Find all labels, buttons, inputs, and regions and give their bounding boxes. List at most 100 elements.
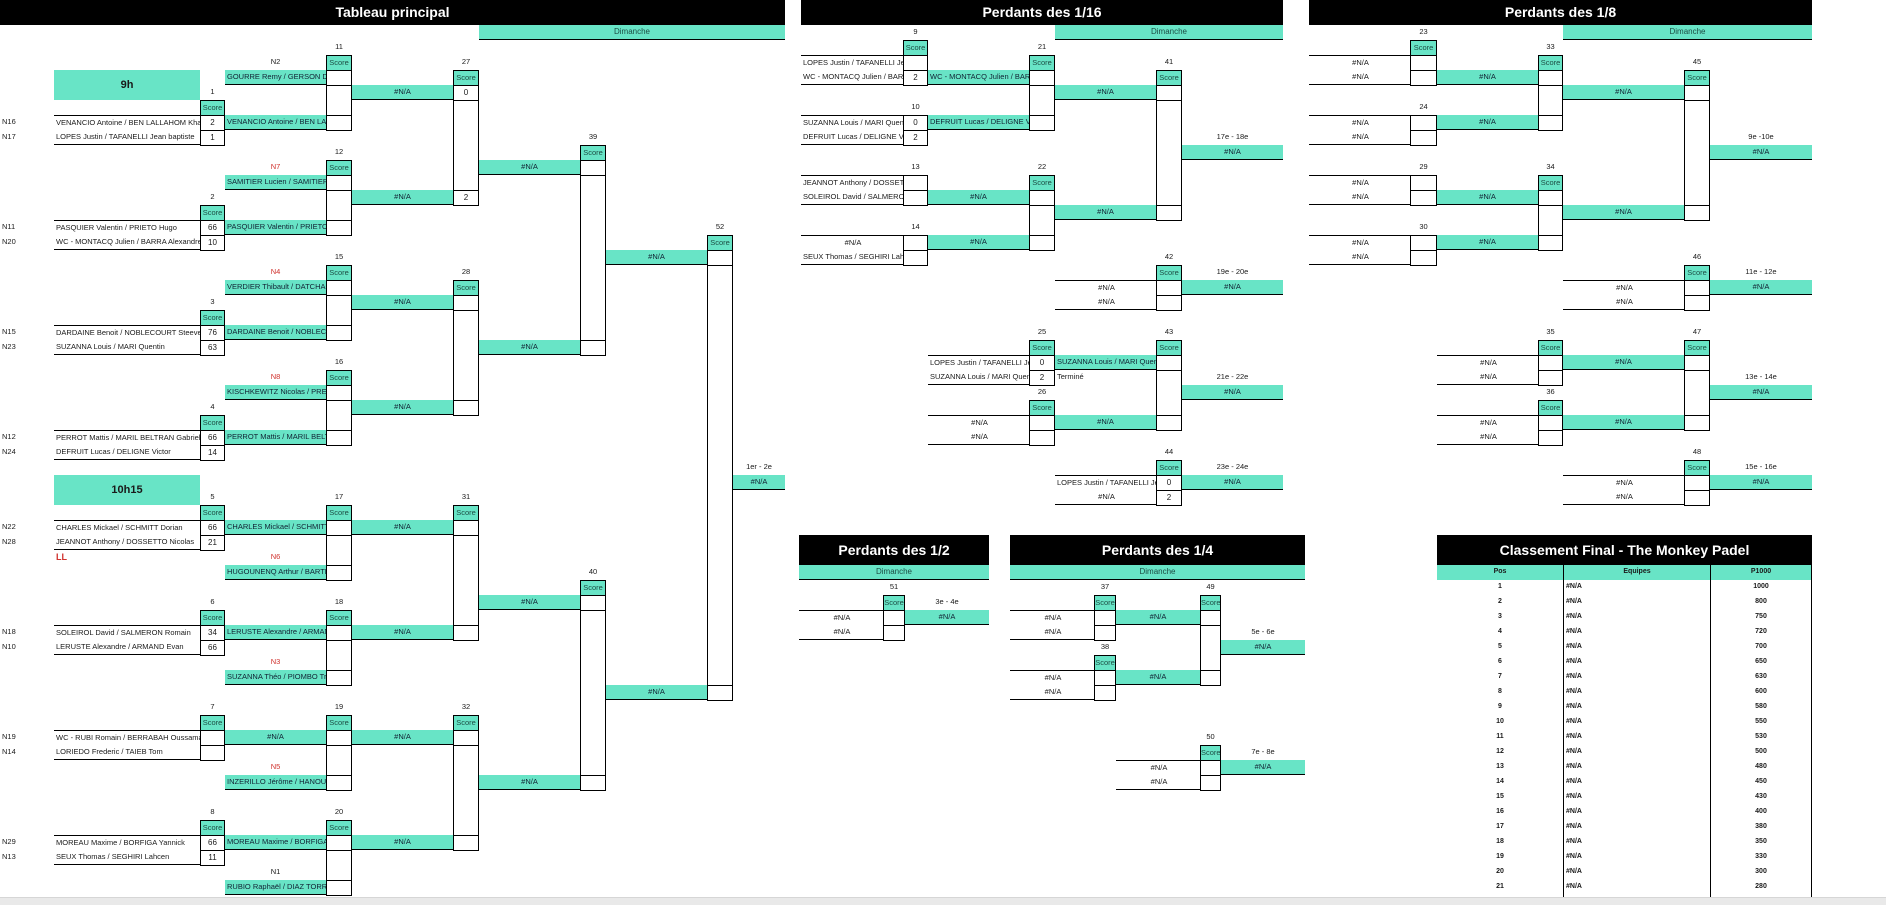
score-input[interactable]: 10 xyxy=(200,235,225,251)
team-name[interactable]: LOPES Justin / TAFANELLI Jean xyxy=(928,355,1029,370)
score-input[interactable]: 0 xyxy=(903,115,928,131)
score-input[interactable] xyxy=(453,625,479,641)
team-name[interactable]: #N/A xyxy=(1116,775,1200,790)
score-input[interactable] xyxy=(1029,415,1055,431)
score-input[interactable] xyxy=(1156,85,1182,101)
score-input[interactable] xyxy=(1684,205,1710,221)
score-input[interactable] xyxy=(1029,115,1055,131)
score-input[interactable] xyxy=(1156,280,1182,296)
team-name[interactable]: SEUX Thomas / SEGHIRI Lahcen xyxy=(801,250,903,265)
team-name[interactable]: SUZANNA Louis / MARI Quentin xyxy=(801,115,903,130)
score-input[interactable]: 0 xyxy=(1156,475,1182,491)
score-input[interactable] xyxy=(326,880,352,896)
team-name[interactable]: WC - MONTACQ Julien / BARRA Alexandre xyxy=(54,235,200,250)
score-input[interactable] xyxy=(1410,175,1437,191)
team-name[interactable]: #N/A xyxy=(1116,760,1200,775)
score-input[interactable]: 2 xyxy=(200,115,225,131)
score-input[interactable] xyxy=(1156,295,1182,311)
score-input[interactable] xyxy=(453,520,479,536)
score-input[interactable] xyxy=(1094,685,1116,701)
score-input[interactable] xyxy=(1538,355,1563,371)
team-name[interactable]: #N/A xyxy=(1563,280,1684,295)
team-name[interactable]: #N/A xyxy=(1055,490,1156,505)
score-input[interactable] xyxy=(326,175,352,191)
team-name[interactable]: LOPES Justin / TAFANELLI Jean baptiste xyxy=(54,130,200,145)
score-input[interactable] xyxy=(1156,205,1182,221)
team-name[interactable]: SOLEIROL David / SALMERON I xyxy=(801,190,903,205)
score-input[interactable] xyxy=(1538,235,1563,251)
score-input[interactable]: 66 xyxy=(200,520,225,536)
score-input[interactable] xyxy=(1029,190,1055,206)
score-input[interactable] xyxy=(326,670,352,686)
team-name[interactable]: #N/A xyxy=(1437,415,1538,430)
team-name[interactable]: #N/A xyxy=(799,625,883,640)
score-input[interactable] xyxy=(1200,670,1221,686)
score-input[interactable] xyxy=(1200,610,1221,626)
team-name[interactable]: PERROT Mattis / MARIL BELTRAN Gabriel Al… xyxy=(54,430,200,445)
score-input[interactable] xyxy=(1684,490,1710,506)
team-name[interactable]: LORIEDO Frederic / TAIEB Tom xyxy=(54,745,200,760)
score-input[interactable] xyxy=(326,520,352,536)
team-name[interactable]: LOPES Justin / TAFANELLI Jean xyxy=(1055,475,1156,490)
team-name[interactable]: #N/A xyxy=(1010,670,1094,685)
score-input[interactable] xyxy=(1410,55,1437,71)
score-input[interactable] xyxy=(883,610,905,626)
score-input[interactable] xyxy=(1200,760,1221,776)
score-input[interactable]: 66 xyxy=(200,640,225,656)
team-name[interactable]: #N/A xyxy=(1010,625,1094,640)
score-input[interactable]: 2 xyxy=(453,190,479,206)
score-input[interactable] xyxy=(1684,280,1710,296)
score-input[interactable] xyxy=(1538,370,1563,386)
team-cell[interactable]: SUZANNA Théo / PIOMBO Tris xyxy=(225,670,326,685)
team-name[interactable]: #N/A xyxy=(1055,295,1156,310)
score-input[interactable] xyxy=(1410,235,1437,251)
score-input[interactable]: 66 xyxy=(200,220,225,236)
team-name[interactable]: #N/A xyxy=(1309,115,1410,130)
score-input[interactable] xyxy=(326,625,352,641)
score-input[interactable] xyxy=(1029,70,1055,86)
team-name[interactable]: PASQUIER Valentin / PRIETO Hugo xyxy=(54,220,200,235)
score-input[interactable] xyxy=(200,730,225,746)
score-input[interactable] xyxy=(707,250,733,266)
score-input[interactable] xyxy=(1156,355,1182,371)
score-input[interactable] xyxy=(1094,625,1116,641)
score-input[interactable] xyxy=(1410,130,1437,146)
score-input[interactable] xyxy=(326,730,352,746)
score-input[interactable] xyxy=(903,190,928,206)
score-input[interactable] xyxy=(453,730,479,746)
score-input[interactable] xyxy=(1684,475,1710,491)
team-name[interactable]: SEUX Thomas / SEGHIRI Lahcen xyxy=(54,850,200,865)
team-cell[interactable]: VENANCIO Antoine / BEN LALL xyxy=(225,115,326,130)
score-input[interactable] xyxy=(1410,115,1437,131)
score-input[interactable] xyxy=(580,595,606,611)
score-input[interactable] xyxy=(1684,355,1710,371)
score-input[interactable] xyxy=(1094,670,1116,686)
score-input[interactable] xyxy=(326,280,352,296)
score-input[interactable] xyxy=(580,160,606,176)
score-input[interactable]: 1 xyxy=(200,130,225,146)
score-input[interactable] xyxy=(580,775,606,791)
score-input[interactable] xyxy=(1538,415,1563,431)
team-name[interactable]: SUZANNA Louis / MARI Quentin xyxy=(54,340,200,355)
team-cell[interactable]: MOREAU Maxime / BORFIGA Y xyxy=(225,835,326,850)
score-input[interactable] xyxy=(453,835,479,851)
score-input[interactable]: 2 xyxy=(903,70,928,86)
score-input[interactable] xyxy=(453,400,479,416)
score-input[interactable]: 2 xyxy=(903,130,928,146)
team-name[interactable]: #N/A xyxy=(1055,280,1156,295)
score-input[interactable]: 66 xyxy=(200,430,225,446)
score-input[interactable] xyxy=(326,385,352,401)
team-name[interactable]: #N/A xyxy=(799,610,883,625)
team-cell[interactable]: LERUSTE Alexandre / ARMAND xyxy=(225,625,326,640)
score-input[interactable] xyxy=(1094,610,1116,626)
team-name[interactable]: JEANNOT Anthony / DOSSETTO Nicolas xyxy=(54,535,200,550)
team-cell[interactable]: HUGOUNENQ Arthur / BARTHE xyxy=(225,565,326,580)
score-input[interactable] xyxy=(1156,415,1182,431)
score-input[interactable]: 63 xyxy=(200,340,225,356)
team-name[interactable]: LERUSTE Alexandre / ARMAND Evan xyxy=(54,640,200,655)
score-input[interactable] xyxy=(1029,430,1055,446)
team-cell[interactable]: CHARLES Mickael / SCHMITT D xyxy=(225,520,326,535)
team-name[interactable]: DARDAINE Benoit / NOBLECOURT Steeve xyxy=(54,325,200,340)
score-input[interactable] xyxy=(200,745,225,761)
team-name[interactable]: #N/A xyxy=(1563,475,1684,490)
